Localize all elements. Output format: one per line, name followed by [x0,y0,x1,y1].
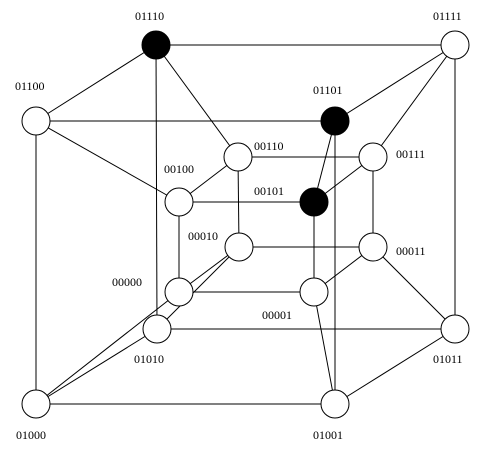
node-01100 [21,106,51,136]
node-label-00011: 00011 [396,244,426,258]
edge-01001-01011 [334,328,456,405]
node-label-00001: 00001 [262,308,292,322]
node-label-00111: 00111 [396,147,425,161]
node-01111 [440,30,470,60]
edge-00010-00110 [237,156,240,248]
node-label-00010: 00010 [188,229,218,243]
node-00111 [358,142,388,172]
node-label-01001: 01001 [313,428,343,442]
node-00001 [299,277,329,307]
node-00100 [164,187,194,217]
node-label-01101: 01101 [313,83,343,97]
node-00101 [299,187,329,217]
edge-01010-01110 [155,44,158,330]
edge-00001-01001 [313,291,336,405]
edge-00011-01011 [372,246,456,330]
node-label-01100: 01100 [15,79,45,93]
node-01010 [142,314,172,344]
node-01110 [141,30,171,60]
edge-00000-01000 [35,291,180,405]
nodes-layer [21,30,470,419]
node-01101 [320,106,350,136]
node-label-01111: 01111 [433,9,462,23]
edge-01000-01010 [35,328,158,405]
node-label-01000: 01000 [16,428,46,442]
node-label-00100: 00100 [164,162,194,176]
edge-01100-01110 [35,44,157,122]
edges-layer [35,44,456,405]
labels-layer: 01110 01111 01100 01101 00110 00111 00100 00101… [15,9,463,442]
node-label-00000: 00000 [112,275,142,289]
node-label-01011: 01011 [433,352,463,366]
node-label-01010: 01010 [134,352,164,366]
edge-00100-01100 [35,120,180,203]
node-01001 [320,389,350,419]
node-label-01110: 01110 [135,9,164,23]
node-00110 [223,142,253,172]
node-01000 [21,389,51,419]
edge-00110-01110 [155,44,239,158]
edge-01101-01111 [334,44,456,122]
edge-00010-01010 [156,246,240,330]
node-00011 [358,232,388,262]
node-00010 [224,232,254,262]
edge-00111-01111 [372,44,456,158]
node-label-00110: 00110 [254,139,284,153]
node-00000 [164,277,194,307]
node-label-00101: 00101 [254,184,284,198]
node-01011 [440,314,470,344]
